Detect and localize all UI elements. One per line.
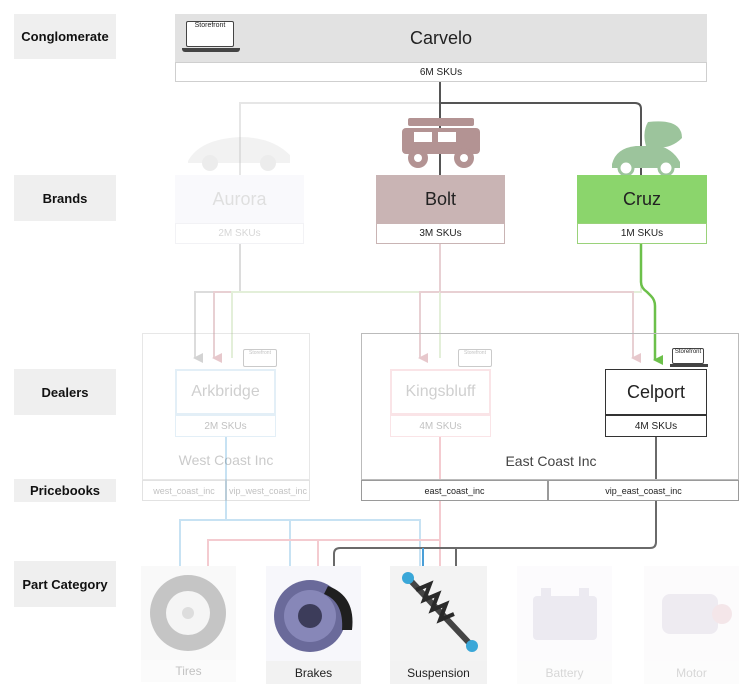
celport-title: Celport: [605, 369, 707, 415]
aurora-skus: 2M SKUs: [175, 223, 304, 244]
kingsbluff-skus: 4M SKUs: [390, 415, 491, 437]
part-battery[interactable]: Battery: [517, 566, 612, 684]
celport-storefront: Storefront: [672, 348, 704, 364]
aurora-title: Aurora: [175, 175, 304, 223]
part-suspension[interactable]: Suspension: [390, 566, 487, 684]
row-label-conglomerate: Conglomerate: [14, 14, 116, 59]
west-coast-label: West Coast Inc: [178, 452, 274, 468]
line-cruz-celport: [639, 244, 663, 365]
brand-cruz[interactable]: Cruz 1M SKUs: [577, 175, 707, 244]
part-tires[interactable]: Tires: [141, 566, 236, 682]
row-label-part-category: Part Category: [14, 561, 116, 607]
west-coast-group: West Coast Inc west_coast_inc vip_west_c…: [142, 333, 310, 501]
brakes-label: Brakes: [266, 661, 361, 684]
pricebook-vip-east[interactable]: vip_east_coast_inc: [548, 480, 739, 501]
battery-image: [517, 566, 612, 661]
brand-aurora[interactable]: Aurora 2M SKUs: [175, 175, 304, 244]
suspension-label: Suspension: [390, 661, 487, 684]
pricebook-east[interactable]: east_coast_inc: [361, 480, 548, 501]
celport-skus: 4M SKUs: [605, 415, 707, 437]
suspension-image: [390, 566, 487, 661]
storefront-label: Storefront: [186, 21, 234, 47]
laptop-icon: Storefront: [182, 21, 240, 55]
carvelo-title: Carvelo: [409, 27, 473, 48]
pricebook-vip-west[interactable]: vip_west_coast_inc: [226, 480, 310, 501]
pricebook-west[interactable]: west_coast_inc: [142, 480, 226, 501]
dealer-kingsbluff[interactable]: Kingsbluff 4M SKUs Storefront: [390, 349, 492, 437]
kingsbluff-title: Kingsbluff: [390, 369, 491, 415]
jeep-icon: [402, 118, 480, 168]
east-coast-label: East Coast Inc: [505, 453, 597, 469]
sports-car-icon: [188, 137, 290, 171]
dealer-celport[interactable]: Celport 4M SKUs: [605, 369, 707, 437]
east-coast-group: East Coast Inc: [361, 333, 739, 480]
carvelo-skus: 6M SKUs: [175, 62, 707, 82]
eco-car-icon: [612, 121, 682, 176]
row-label-dealers: Dealers: [14, 369, 116, 415]
tires-label: Tires: [141, 660, 236, 682]
arkbridge-storefront: Storefront: [243, 349, 277, 367]
motor-image: [644, 566, 739, 661]
cruz-skus: 1M SKUs: [577, 223, 707, 244]
bolt-title: Bolt: [376, 175, 505, 223]
brand-bolt[interactable]: Bolt 3M SKUs: [376, 175, 505, 244]
part-motor[interactable]: Motor: [644, 566, 739, 684]
tire-image: [141, 566, 236, 660]
bolt-skus: 3M SKUs: [376, 223, 505, 244]
line-celport-brakes: [333, 437, 657, 566]
row-label-brands: Brands: [14, 175, 116, 221]
battery-label: Battery: [517, 661, 612, 684]
cruz-title: Cruz: [577, 175, 707, 223]
arkbridge-title: Arkbridge: [175, 369, 276, 415]
line-carvelo-cruz: [439, 82, 642, 175]
celport-laptop-icon: Storefront: [670, 348, 708, 368]
motor-label: Motor: [644, 661, 739, 684]
dealer-arkbridge[interactable]: Arkbridge 2M SKUs Storefront: [175, 349, 277, 437]
row-label-pricebooks: Pricebooks: [14, 479, 116, 502]
brake-image: [266, 566, 361, 661]
part-brakes[interactable]: Brakes: [266, 566, 361, 684]
carvelo-node[interactable]: Carvelo: [175, 14, 707, 62]
arkbridge-skus: 2M SKUs: [175, 415, 276, 437]
kingsbluff-storefront: Storefront: [458, 349, 492, 367]
